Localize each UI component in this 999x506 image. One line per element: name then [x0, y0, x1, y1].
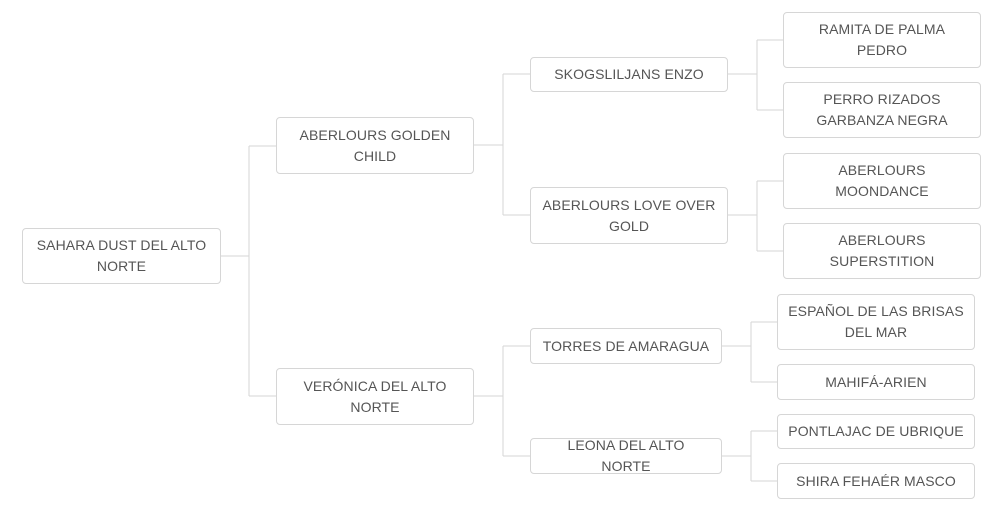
connector-sire-dam: [728, 180, 783, 252]
node-dam-sire-dam[interactable]: MAHIFÁ-ARIEN: [777, 364, 975, 400]
node-dam-dam-dam[interactable]: SHIRA FEHAÉR MASCO: [777, 463, 975, 499]
connector-dam: [474, 345, 530, 457]
node-subject-label: SAHARA DUST DEL ALTO NORTE: [36, 237, 207, 274]
node-sire-dam-label: ABERLOURS LOVE OVER GOLD: [542, 196, 716, 234]
node-dam-dam-label: LEONA DEL ALTO NORTE: [567, 437, 685, 474]
node-sire-sire-dam-label: PERRO RIZADOS GARBANZA NEGRA: [816, 91, 948, 128]
node-dam-sire[interactable]: TORRES DE AMARAGUA: [530, 328, 722, 364]
node-sire-dam-dam-label: ABERLOURS SUPERSTITION: [829, 232, 935, 269]
node-dam[interactable]: VERÓNICA DEL ALTO NORTE: [276, 368, 474, 425]
node-sire-dam-dam[interactable]: ABERLOURS SUPERSTITION: [783, 223, 981, 279]
node-sire-sire-label: SKOGSLILJANS ENZO: [554, 66, 704, 82]
connector-dam-dam: [722, 430, 777, 482]
node-sire-dam[interactable]: ABERLOURS LOVE OVER GOLD: [530, 187, 728, 244]
node-dam-sire-sire[interactable]: ESPAÑOL DE LAS BRISAS DEL MAR: [777, 294, 975, 350]
connector-sire-sire: [728, 39, 783, 111]
node-sire-sire-sire-label: RAMITA DE PALMA PEDRO: [818, 21, 946, 58]
connector-sire: [474, 73, 530, 216]
node-sire-dam-sire[interactable]: ABERLOURS MOONDANCE: [783, 153, 981, 209]
node-subject[interactable]: SAHARA DUST DEL ALTO NORTE: [22, 228, 221, 284]
node-sire-sire-dam[interactable]: PERRO RIZADOS GARBANZA NEGRA: [783, 82, 981, 138]
node-dam-dam[interactable]: LEONA DEL ALTO NORTE: [530, 437, 722, 474]
node-sire-label: ABERLOURS GOLDEN CHILD: [299, 126, 451, 164]
node-dam-sire-label: TORRES DE AMARAGUA: [542, 337, 710, 354]
node-dam-dam-sire-label: PONTLAJAC DE UBRIQUE: [788, 423, 964, 439]
node-dam-sire-sire-label: ESPAÑOL DE LAS BRISAS DEL MAR: [788, 303, 964, 340]
connector-dam-sire: [722, 321, 777, 383]
node-sire-sire-sire[interactable]: RAMITA DE PALMA PEDRO: [783, 12, 981, 68]
node-sire-sire[interactable]: SKOGSLILJANS ENZO: [530, 57, 728, 92]
node-dam-sire-dam-label: MAHIFÁ-ARIEN: [825, 373, 927, 390]
node-dam-dam-dam-label: SHIRA FEHAÉR MASCO: [796, 472, 956, 489]
connector-subject: [221, 145, 276, 397]
node-sire[interactable]: ABERLOURS GOLDEN CHILD: [276, 117, 474, 174]
node-dam-label: VERÓNICA DEL ALTO NORTE: [303, 377, 447, 415]
node-dam-dam-sire[interactable]: PONTLAJAC DE UBRIQUE: [777, 414, 975, 449]
node-sire-dam-sire-label: ABERLOURS MOONDANCE: [835, 162, 929, 199]
